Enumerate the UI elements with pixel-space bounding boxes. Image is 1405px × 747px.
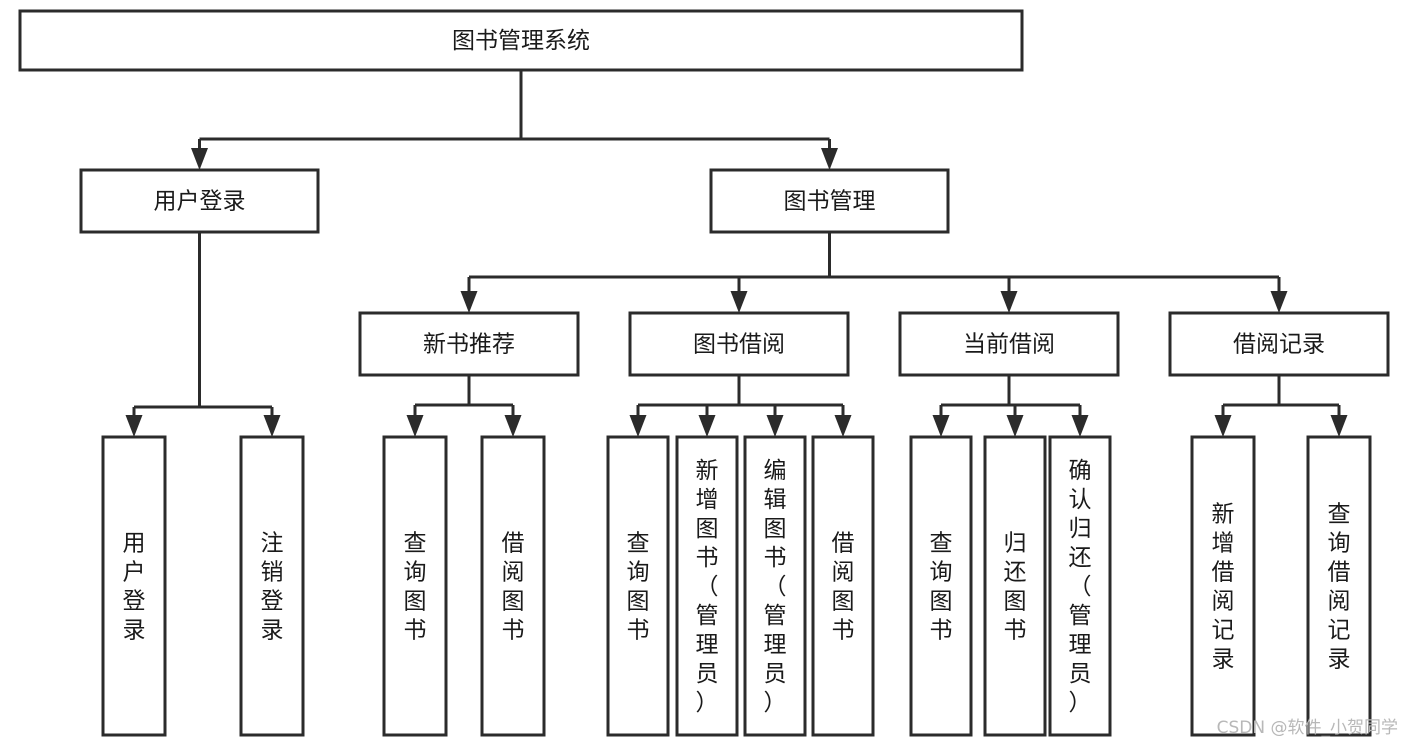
- node-label: 查询图书: [404, 531, 427, 644]
- edge-group-book-borrow: [629, 375, 852, 437]
- arrow-head-icon: [821, 148, 838, 170]
- node-label: 借阅记录: [1233, 332, 1325, 358]
- edge-layer: [125, 70, 1348, 437]
- node-label: 图书管理: [784, 189, 876, 215]
- node-box[interactable]: [811, 435, 875, 737]
- node-box[interactable]: [983, 435, 1047, 737]
- arrow-head-icon: [730, 291, 748, 313]
- node-leaf-edit-book[interactable]: 编辑图书（管理员）: [743, 435, 807, 737]
- arrow-head-icon: [766, 415, 784, 437]
- node-box[interactable]: [606, 435, 670, 737]
- node-book-borrow[interactable]: 图书借阅: [628, 311, 850, 377]
- node-leaf-query-book-1[interactable]: 查询图书: [382, 435, 448, 737]
- node-label: 查询图书: [930, 531, 953, 644]
- node-label: 查询图书: [627, 531, 650, 644]
- arrow-head-icon: [629, 415, 647, 437]
- node-leaf-confirm-return[interactable]: 确认归还（管理员）: [1048, 435, 1112, 737]
- node-label: 归还图书: [1004, 531, 1027, 644]
- node-label: 新增借阅记录: [1212, 502, 1235, 673]
- arrow-head-icon: [698, 415, 716, 437]
- node-box[interactable]: [743, 435, 807, 737]
- arrow-head-icon: [263, 415, 281, 437]
- edge-group-user-login: [125, 232, 281, 437]
- arrow-head-icon: [460, 291, 478, 313]
- node-label: 借阅图书: [832, 531, 855, 644]
- node-box[interactable]: [709, 168, 950, 234]
- node-box[interactable]: [239, 435, 305, 737]
- edge-group-new-book-rec: [406, 375, 522, 437]
- node-box[interactable]: [79, 168, 320, 234]
- node-box[interactable]: [101, 435, 167, 737]
- arrow-head-icon: [191, 148, 208, 170]
- node-label: 新增图书（管理员）: [696, 458, 719, 716]
- node-current-borrow[interactable]: 当前借阅: [898, 311, 1120, 377]
- node-box[interactable]: [909, 435, 973, 737]
- arrow-head-icon: [504, 415, 522, 437]
- arrow-head-icon: [1330, 415, 1348, 437]
- edge-group-root: [191, 70, 838, 170]
- node-leaf-add-book[interactable]: 新增图书（管理员）: [675, 435, 739, 737]
- edge-group-current-borrow: [932, 375, 1089, 437]
- node-label: 当前借阅: [963, 332, 1055, 358]
- edge-group-book-manage: [460, 232, 1288, 313]
- node-label: 用户登录: [123, 531, 146, 644]
- node-label: 注销登录: [261, 531, 284, 644]
- node-label: 查询借阅记录: [1328, 502, 1351, 673]
- node-label: 图书借阅: [693, 332, 785, 358]
- node-box[interactable]: [1048, 435, 1112, 737]
- arrow-head-icon: [1071, 415, 1089, 437]
- edge-group-borrow-record: [1214, 375, 1348, 437]
- arrow-head-icon: [406, 415, 424, 437]
- node-box[interactable]: [675, 435, 739, 737]
- node-leaf-borrow-book-1[interactable]: 借阅图书: [480, 435, 546, 737]
- node-leaf-query-book-2[interactable]: 查询图书: [606, 435, 670, 737]
- node-box[interactable]: [898, 311, 1120, 377]
- arrow-head-icon: [932, 415, 950, 437]
- node-leaf-query-record[interactable]: 查询借阅记录: [1306, 435, 1372, 737]
- node-box[interactable]: [480, 435, 546, 737]
- csdn-watermark: CSDN @软件_小贺同学: [1217, 718, 1398, 738]
- node-box[interactable]: [1168, 311, 1390, 377]
- node-label: 确认归还（管理员）: [1069, 458, 1092, 716]
- node-leaf-query-book-3[interactable]: 查询图书: [909, 435, 973, 737]
- node-leaf-add-record[interactable]: 新增借阅记录: [1190, 435, 1256, 737]
- arrow-head-icon: [834, 415, 852, 437]
- arrow-head-icon: [1000, 291, 1018, 313]
- node-leaf-user-logout[interactable]: 注销登录: [239, 435, 305, 737]
- node-leaf-return-book[interactable]: 归还图书: [983, 435, 1047, 737]
- node-box[interactable]: [382, 435, 448, 737]
- arrow-head-icon: [125, 415, 143, 437]
- arrow-head-icon: [1214, 415, 1232, 437]
- node-book-manage[interactable]: 图书管理: [709, 168, 950, 234]
- node-new-book-rec[interactable]: 新书推荐: [358, 311, 580, 377]
- arrow-head-icon: [1270, 291, 1288, 313]
- node-leaf-user-login[interactable]: 用户登录: [101, 435, 167, 737]
- node-user-login[interactable]: 用户登录: [79, 168, 320, 234]
- arrow-head-icon: [1006, 415, 1024, 437]
- node-borrow-record[interactable]: 借阅记录: [1168, 311, 1390, 377]
- node-label: 新书推荐: [423, 332, 515, 358]
- node-box[interactable]: [628, 311, 850, 377]
- node-box[interactable]: [358, 311, 580, 377]
- node-root[interactable]: 图书管理系统: [18, 9, 1024, 72]
- node-leaf-borrow-book-2[interactable]: 借阅图书: [811, 435, 875, 737]
- node-label: 编辑图书（管理员）: [764, 458, 787, 716]
- node-box[interactable]: [1190, 435, 1256, 737]
- node-box[interactable]: [18, 9, 1024, 72]
- node-layer: 图书管理系统用户登录图书管理新书推荐图书借阅当前借阅借阅记录用户登录注销登录查询…: [18, 9, 1390, 737]
- node-label: 借阅图书: [502, 531, 525, 644]
- node-label: 用户登录: [154, 189, 246, 215]
- node-box[interactable]: [1306, 435, 1372, 737]
- node-label: 图书管理系统: [452, 28, 590, 54]
